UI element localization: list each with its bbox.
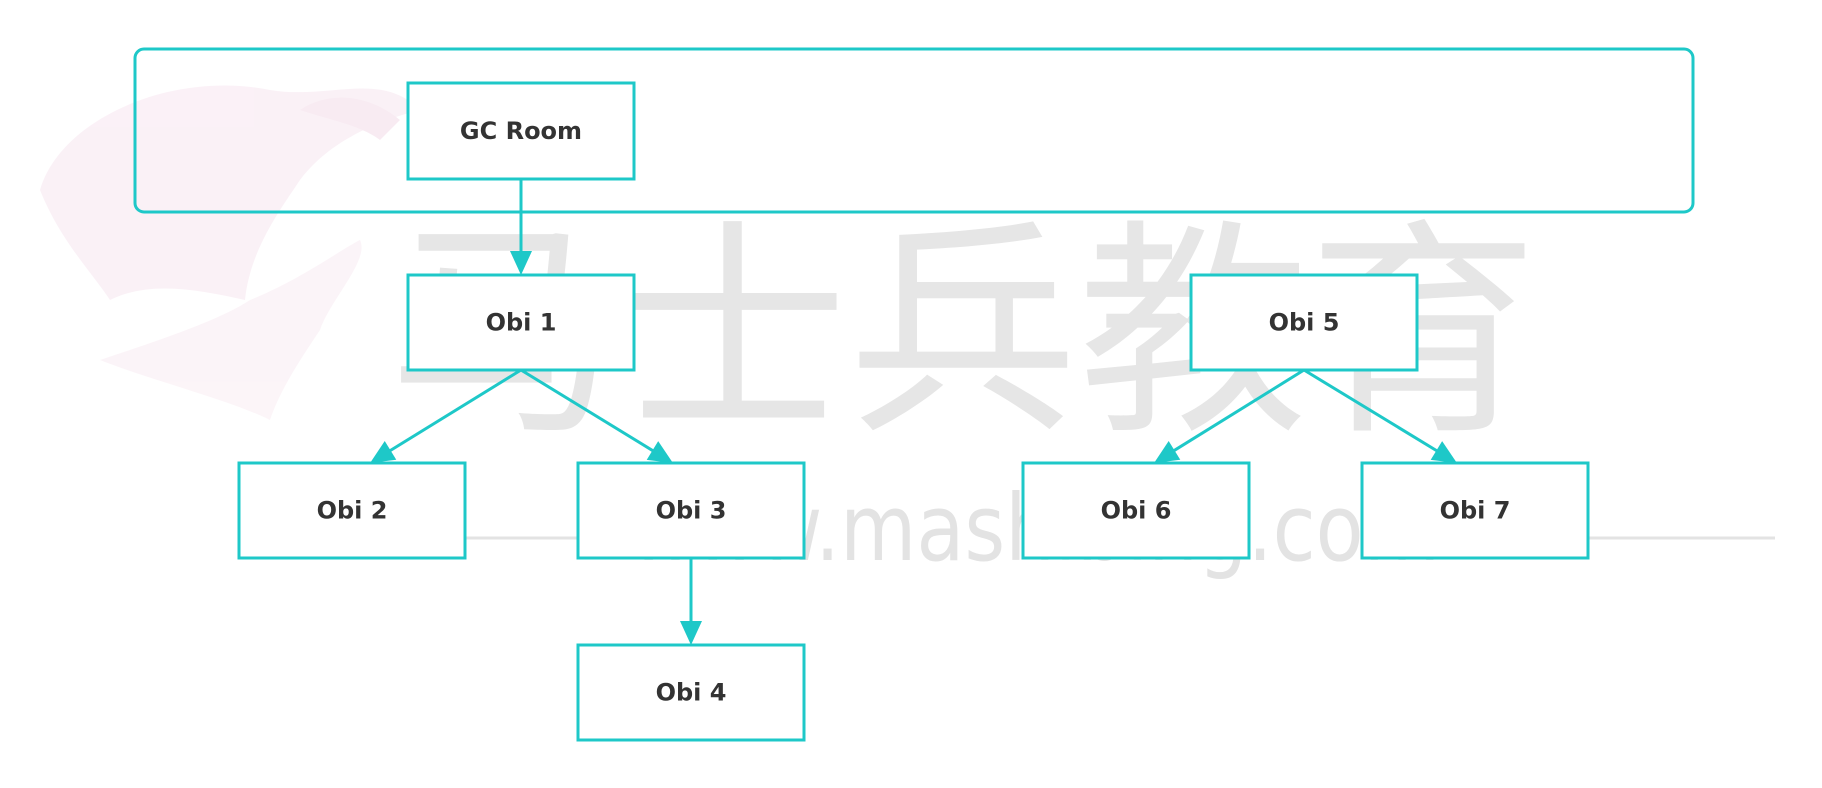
arrowhead-icon <box>1430 441 1457 463</box>
arrowhead-icon <box>510 251 532 275</box>
arrowhead-icon <box>1154 441 1181 463</box>
node-o7: Obi 7 <box>1360 461 1590 560</box>
node-o6: Obi 6 <box>1021 461 1251 560</box>
node-label: Obi 1 <box>486 309 557 337</box>
node-box <box>406 273 636 372</box>
edges-layer <box>370 179 1457 645</box>
edge-line <box>386 368 522 454</box>
edge-gc-o1 <box>510 179 532 275</box>
node-gc: GC Room <box>406 81 636 181</box>
node-box <box>1189 273 1419 372</box>
edge-o1-o3 <box>520 368 673 463</box>
node-o3: Obi 3 <box>576 461 806 560</box>
watermark-logo <box>40 85 420 420</box>
edge-o5-o6 <box>1154 368 1305 463</box>
node-box <box>1360 461 1590 560</box>
arrowhead-icon <box>680 621 702 645</box>
node-box <box>237 461 467 560</box>
node-o1: Obi 1 <box>406 273 636 372</box>
arrowhead-icon <box>370 441 397 463</box>
node-label: Obi 4 <box>656 679 727 707</box>
node-label: Obi 7 <box>1440 497 1511 525</box>
node-o4: Obi 4 <box>576 643 806 742</box>
edge-o3-o4 <box>680 558 702 645</box>
arrowhead-icon <box>646 441 673 463</box>
node-label: GC Room <box>460 117 582 145</box>
node-label: Obi 5 <box>1269 309 1340 337</box>
node-box <box>1021 461 1251 560</box>
edge-line <box>520 368 657 454</box>
node-box <box>576 643 806 742</box>
edge-o5-o7 <box>1303 368 1457 463</box>
edge-line <box>1170 368 1305 454</box>
node-box <box>576 461 806 560</box>
edge-line <box>1303 368 1441 454</box>
node-label: Obi 2 <box>317 497 388 525</box>
node-box <box>406 81 636 181</box>
node-o2: Obi 2 <box>237 461 467 560</box>
node-label: Obi 6 <box>1101 497 1172 525</box>
gc-container <box>133 47 1695 214</box>
edge-o1-o2 <box>370 368 522 463</box>
node-label: Obi 3 <box>656 497 727 525</box>
node-o5: Obi 5 <box>1189 273 1419 372</box>
